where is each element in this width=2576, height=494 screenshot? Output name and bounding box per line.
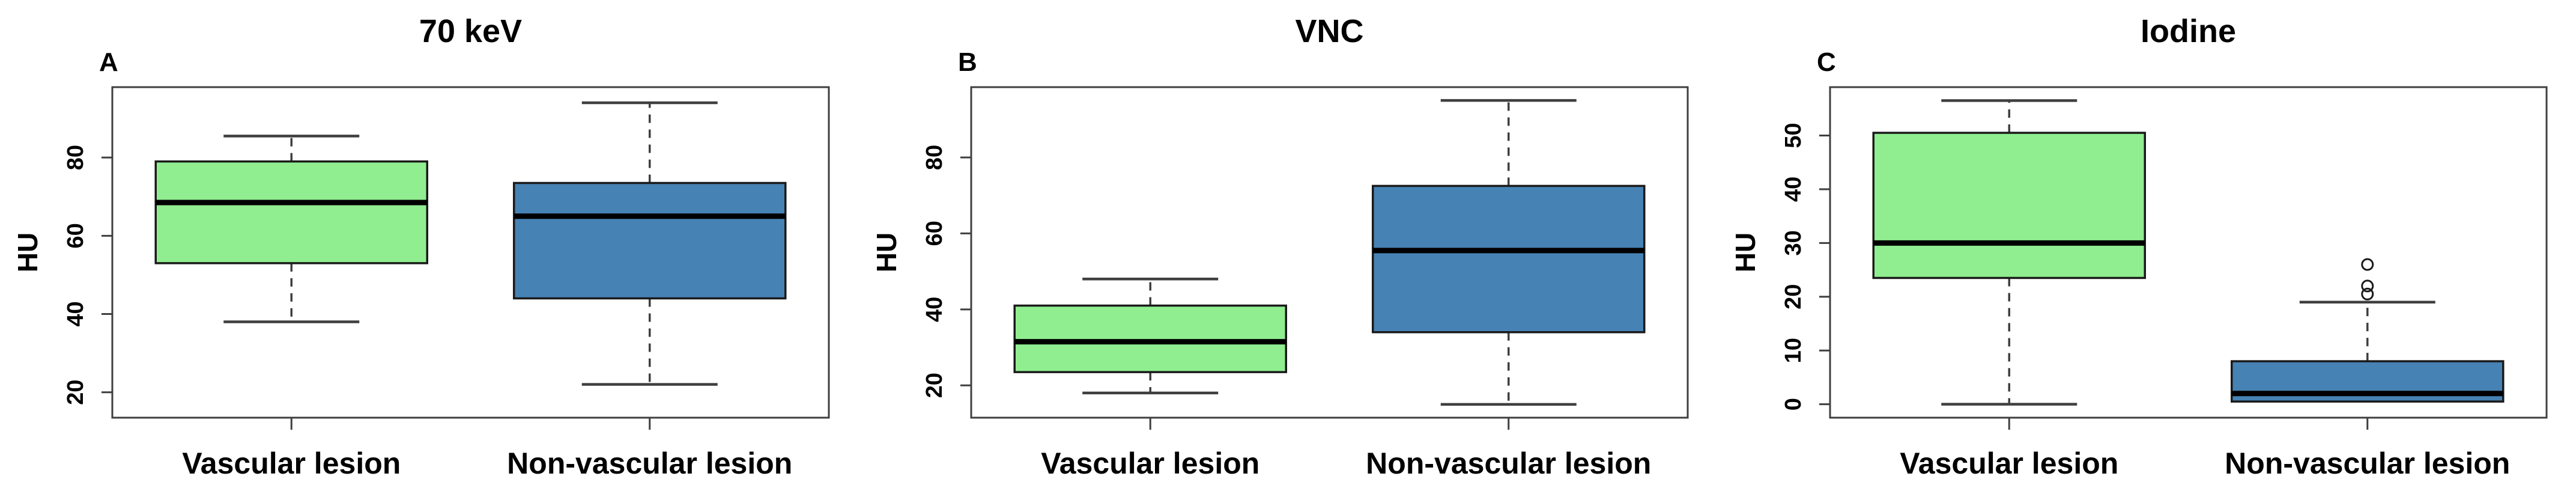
iqr-box: [1372, 184, 1646, 334]
y-tick-label: 20: [1781, 284, 1806, 310]
y-tick-label: 60: [63, 223, 88, 248]
category-label: Vascular lesion: [182, 447, 401, 480]
category-label: Non-vascular lesion: [507, 447, 792, 480]
y-axis-label: HU: [1730, 233, 1761, 272]
panel-letter: A: [99, 47, 118, 77]
y-tick-label: 80: [63, 145, 88, 170]
box-group: [154, 135, 428, 323]
y-tick-label: 40: [1781, 177, 1806, 202]
panel-title: 70 keV: [419, 13, 522, 49]
panel-title: VNC: [1295, 13, 1363, 49]
y-tick-label: 40: [63, 301, 88, 326]
outlier-point: [2361, 258, 2374, 271]
y-tick-label: 20: [922, 373, 947, 398]
panel-title: Iodine: [2141, 13, 2236, 49]
plot-border: [1829, 86, 2548, 419]
iqr-box: [513, 181, 787, 300]
y-tick-label: 20: [63, 380, 88, 405]
category-label: Non-vascular lesion: [1366, 447, 1651, 480]
box-group: [1872, 99, 2146, 406]
iqr-box: [1013, 304, 1287, 373]
iqr-box: [154, 160, 428, 264]
y-tick-label: 30: [1781, 230, 1806, 255]
plot-border: [970, 86, 1689, 419]
category-label: Vascular lesion: [1900, 447, 2118, 480]
panel-letter: B: [958, 47, 977, 77]
category-label: Vascular lesion: [1041, 447, 1259, 480]
y-tick-label: 40: [922, 297, 947, 322]
box-group: [1372, 99, 1646, 406]
category-label: Non-vascular lesion: [2225, 447, 2510, 480]
y-tick-label: 80: [922, 145, 947, 170]
panel-letter: C: [1817, 47, 1836, 77]
y-tick-label: 10: [1781, 338, 1806, 363]
y-axis-label: HU: [871, 233, 902, 272]
iqr-box: [1872, 132, 2146, 279]
y-tick-label: 50: [1781, 123, 1806, 148]
box-group: [1013, 278, 1287, 395]
plot-border: [111, 86, 830, 419]
y-tick-label: 60: [922, 221, 947, 246]
y-axis-label: HU: [12, 233, 43, 272]
box-group: [513, 101, 787, 386]
outlier-point: [2361, 287, 2374, 300]
outlier-point: [2361, 279, 2374, 293]
y-tick-label: 0: [1781, 398, 1806, 410]
box-group: [2231, 258, 2505, 403]
